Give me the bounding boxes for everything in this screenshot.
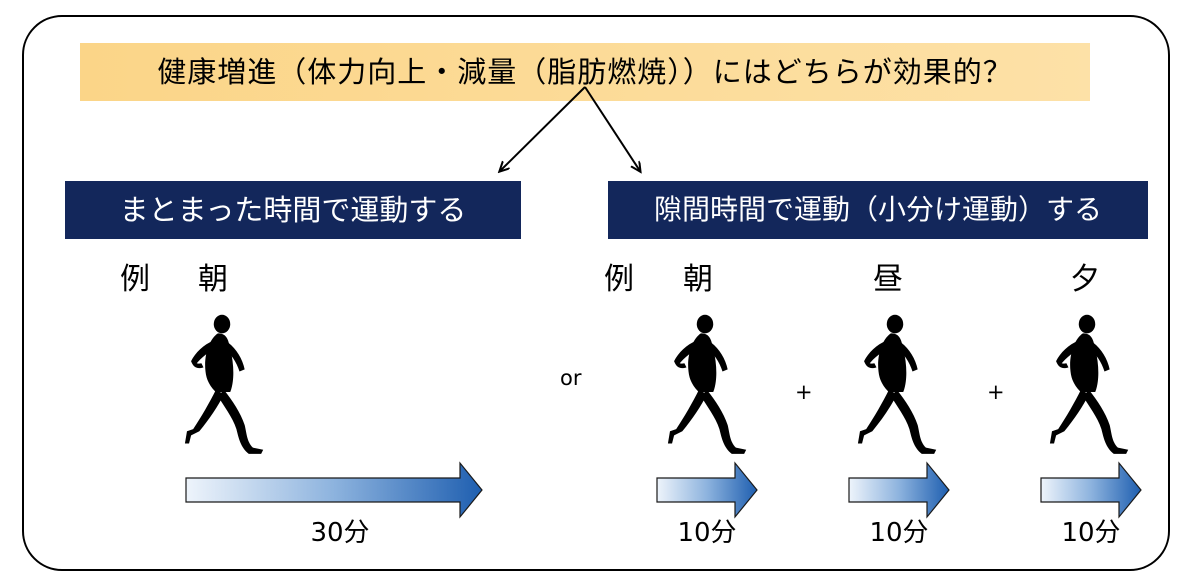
duration-morning: 10分 xyxy=(677,518,737,548)
duration-noon: 10分 xyxy=(869,518,929,548)
diagram-frame xyxy=(22,15,1170,571)
option-title-continuous: まとまった時間で運動する xyxy=(65,181,521,239)
slot-morning-left: 朝 xyxy=(198,262,228,297)
plus-connector: + xyxy=(795,380,813,404)
slot-morning: 朝 xyxy=(683,262,713,297)
example-label-right: 例 xyxy=(604,262,634,297)
slot-evening: 夕 xyxy=(1070,262,1100,297)
plus-connector: + xyxy=(987,380,1005,404)
example-label-left: 例 xyxy=(120,262,150,297)
question-banner: 健康増進（体力向上・減量（脂肪燃焼））にはどちらが効果的？ xyxy=(80,43,1090,101)
slot-noon: 昼 xyxy=(873,262,903,297)
duration-evening: 10分 xyxy=(1061,518,1121,548)
or-connector: or xyxy=(560,366,582,390)
duration-continuous: 30分 xyxy=(310,518,370,548)
option-title-split: 隙間時間で運動（小分け運動）する xyxy=(608,181,1148,239)
